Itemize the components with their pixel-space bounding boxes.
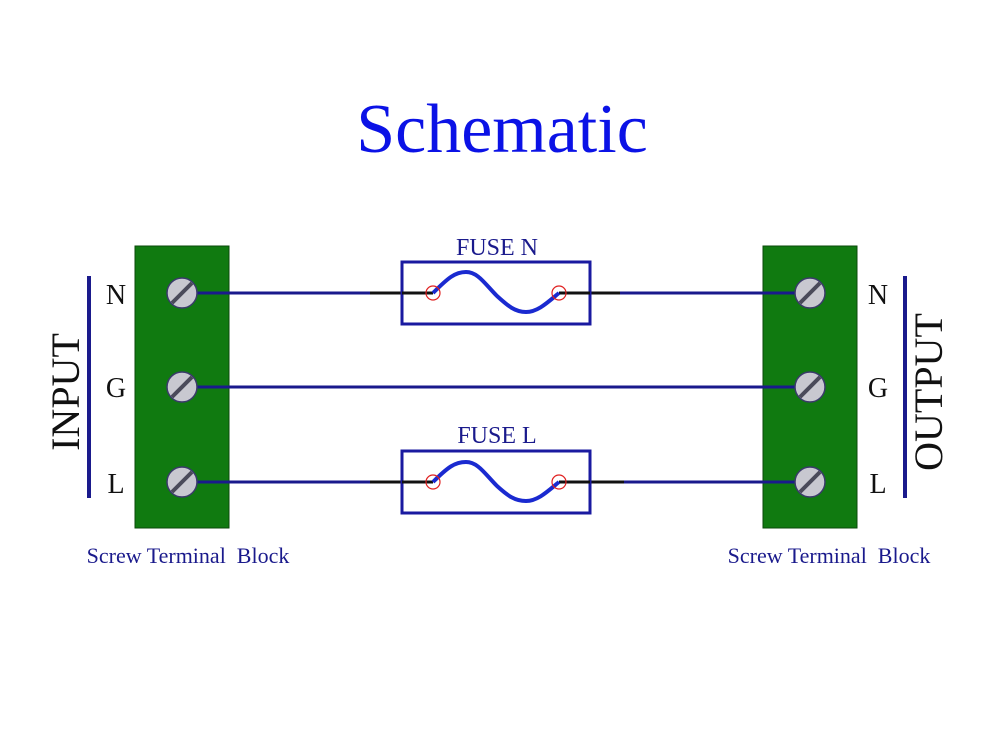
output-label: OUTPUT xyxy=(906,313,951,471)
fuse-l-contact-right xyxy=(551,474,567,490)
left-screw-n-icon xyxy=(166,277,198,309)
right-screw-n-icon xyxy=(794,277,826,309)
fuse-l-label: FUSE L xyxy=(457,423,536,449)
fuse-l-element xyxy=(431,459,561,504)
fuse-n-contact-left xyxy=(425,285,441,301)
fuse-n-label: FUSE N xyxy=(456,235,538,261)
input-label: INPUT xyxy=(43,333,88,451)
fuse-n-contact-right xyxy=(551,285,567,301)
left-screw-g-icon xyxy=(166,371,198,403)
right-terminal-l-label: L xyxy=(869,469,886,500)
left-terminal-l-label: L xyxy=(107,469,124,500)
fuse-l-contact-left xyxy=(425,474,441,490)
right-terminal-n-label: N xyxy=(868,280,888,311)
right-screw-g-icon xyxy=(794,371,826,403)
right-terminal-g-label: G xyxy=(868,373,888,404)
left-block-caption: Screw Terminal Block xyxy=(87,543,290,568)
page-title: Schematic xyxy=(356,91,648,168)
fuse-n-element xyxy=(431,269,561,315)
right-screw-l-icon xyxy=(794,466,826,498)
right-block-caption: Screw Terminal Block xyxy=(728,543,931,568)
left-terminal-g-label: G xyxy=(106,373,126,404)
left-terminal-n-label: N xyxy=(106,280,126,311)
left-screw-l-icon xyxy=(166,466,198,498)
